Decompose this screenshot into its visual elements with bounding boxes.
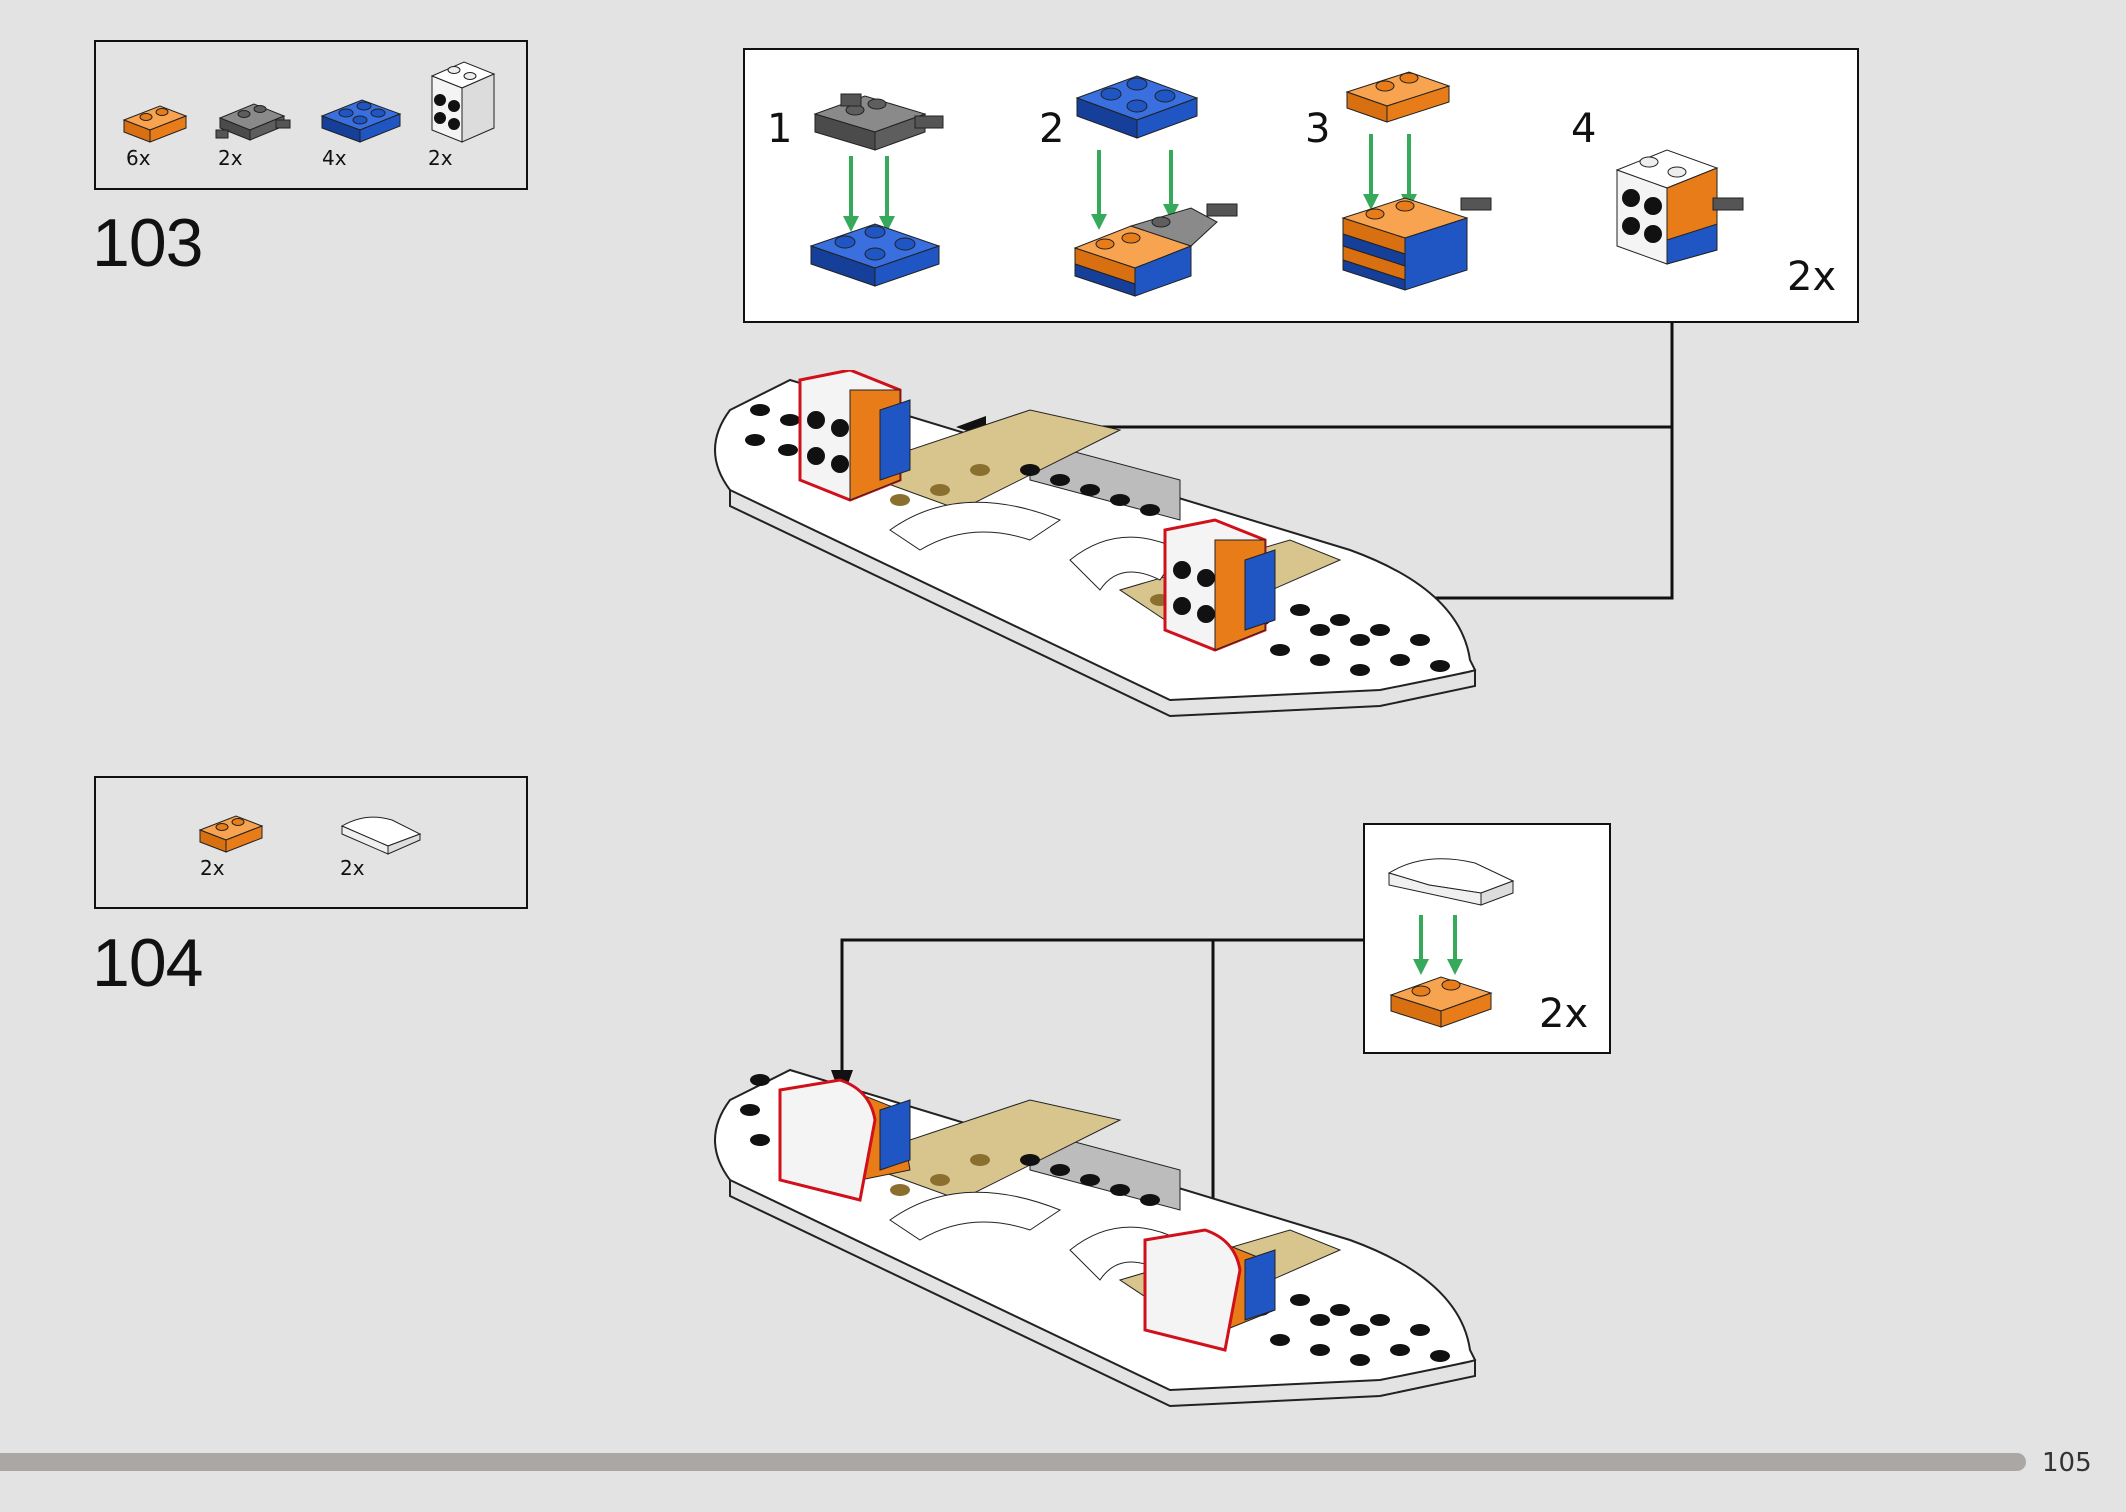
step-103-part-4-qty: 2x	[428, 146, 453, 170]
page-number: 105	[2042, 1448, 2092, 1478]
sub-step-1-number: 1	[767, 106, 793, 152]
step-103-part-3-qty: 4x	[322, 146, 347, 170]
sub-step-4-number: 4	[1571, 106, 1597, 152]
step-103-main-model	[714, 370, 1477, 718]
orange-plate-1x2-icon	[122, 105, 188, 143]
step-104-callout-multiplier: 2x	[1539, 991, 1589, 1037]
step-104-parts-list: 2x 2x	[94, 776, 528, 909]
step-104-main-model	[714, 1068, 1477, 1408]
sub-step-3-illustration	[1341, 71, 1492, 291]
step-104-callout-illustration	[1387, 858, 1515, 1028]
step-104-part-2-qty: 2x	[340, 856, 365, 880]
white-curved-slope-icon	[340, 816, 422, 855]
step-103-number: 103	[92, 205, 203, 281]
sub-step-2-illustration	[1073, 75, 1238, 297]
sub-step-2-number: 2	[1039, 106, 1065, 152]
page-progress-bar	[0, 1453, 2026, 1471]
step-103-callout-multiplier: 2x	[1787, 254, 1837, 300]
sub-step-1-illustration	[809, 93, 944, 287]
step-103-parts-list: 6x 2x 4x 2x	[94, 40, 528, 190]
sub-step-3-number: 3	[1305, 106, 1331, 152]
highlighted-slope-1	[778, 1078, 877, 1202]
step-103-subassembly-callout: 1 2 3 4 2x	[743, 48, 1859, 323]
step-103-part-2-qty: 2x	[218, 146, 243, 170]
step-104-number: 104	[92, 925, 203, 1001]
white-bracket-studs-icon	[430, 61, 496, 143]
blue-plate-2x2-icon	[320, 99, 402, 143]
step-104-subassembly-callout: 2x	[1363, 823, 1611, 1054]
sub-step-4-illustration	[1615, 149, 1744, 265]
highlighted-bracket-2	[1163, 518, 1276, 652]
highlighted-slope-2	[1143, 1228, 1242, 1352]
step-104-part-1-qty: 2x	[200, 856, 225, 880]
orange-plate-1x2-icon	[198, 815, 264, 853]
dark-grey-plate-clip-icon	[215, 103, 291, 141]
highlighted-bracket-1	[798, 370, 911, 502]
step-103-part-1-qty: 6x	[126, 146, 151, 170]
